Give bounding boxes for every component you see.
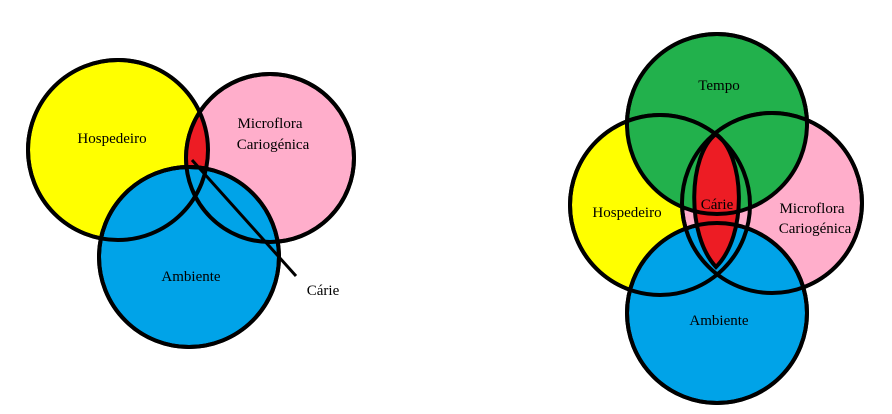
microflora-label-line2: Cariogénica (779, 221, 852, 237)
host-label: Hospedeiro (592, 205, 661, 221)
left-venn-diagram: Hospedeiro Microflora Cariogénica Ambien… (28, 60, 354, 347)
caries-label: Cárie (307, 283, 340, 299)
microflora-label-line1: Microflora (238, 116, 303, 132)
environment-label: Ambiente (689, 313, 748, 329)
caries-label: Cárie (701, 197, 734, 213)
host-label: Hospedeiro (77, 131, 146, 147)
microflora-label-line1: Microflora (780, 201, 845, 217)
time-label: Tempo (698, 78, 739, 94)
environment-label: Ambiente (161, 269, 220, 285)
microflora-label-line2: Cariogénica (237, 137, 310, 153)
right-venn-diagram: Tempo Hospedeiro Cárie Microflora Cariog… (570, 34, 862, 403)
